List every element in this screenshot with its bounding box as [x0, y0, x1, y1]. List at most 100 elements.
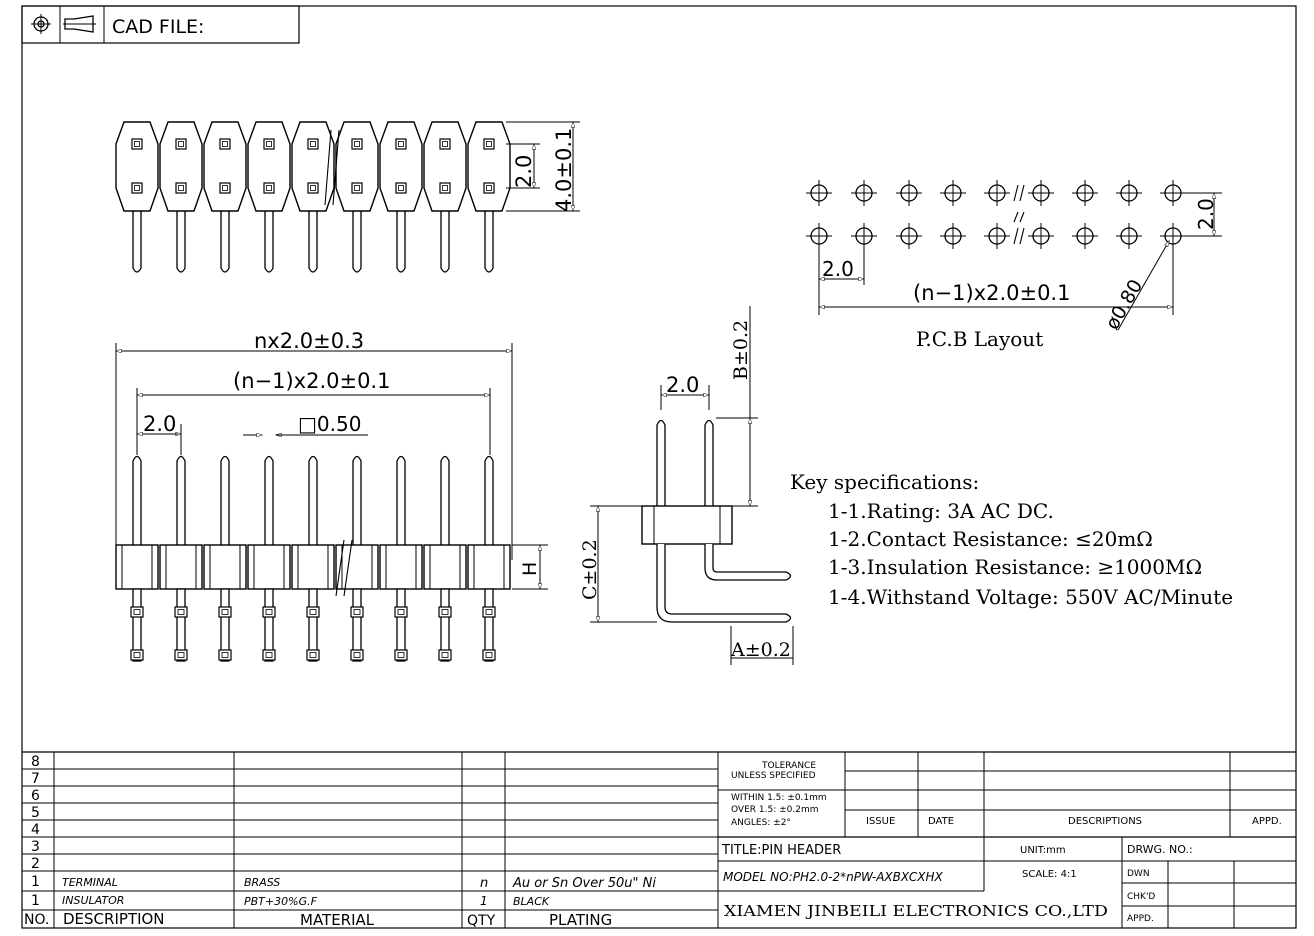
bom-row-numbers: 8 7 6 5 4 3 2 1: [31, 754, 40, 890]
bom-header-description: DESCRIPTION: [63, 910, 165, 928]
pcb-pitch-v-dim: 2.0: [1194, 198, 1218, 230]
pcb-pitch-h-dim: 2.0: [822, 257, 854, 281]
top-view-pin: [335, 121, 379, 273]
top-view-pin: [423, 121, 467, 273]
top-view-pin: [291, 121, 335, 273]
tolerance-subtitle: UNLESS SPECIFIED: [731, 771, 816, 781]
bom-description: INSULATOR: [62, 894, 124, 907]
top-view-pin: [379, 121, 423, 273]
pcb-dimensions: 2.0 2.0 (n−1)x2.0±0.1 ø0.80 P.C.B Layout: [817, 191, 1222, 351]
unit-label: UNIT:mm: [1020, 845, 1066, 856]
front-view: [115, 455, 511, 662]
side-pitch-dim: 2.0: [666, 373, 699, 397]
drawing-number-label: DRWG. NO.:: [1127, 843, 1193, 856]
spec-item: 1-1.Rating: 3A AC DC.: [828, 499, 1054, 523]
pcb-hole: [984, 223, 1010, 249]
bom-qty: n: [480, 876, 488, 891]
specs-heading: Key specifications:: [790, 470, 979, 494]
break-mark: [1013, 184, 1025, 245]
bom-header: NO. DESCRIPTION MATERIAL QTY PLATING: [24, 910, 612, 929]
bom-header-qty: QTY: [467, 913, 496, 929]
side-view-dimensions: 2.0 B±0.2 C±0.2 A±0.2: [579, 306, 794, 665]
bom-header-material: MATERIAL: [300, 911, 375, 929]
top-view: [115, 121, 511, 273]
top-view-pin: [247, 121, 291, 273]
approved-label: APPD.: [1127, 914, 1154, 924]
top-view-pin: [159, 121, 203, 273]
key-specifications: Key specifications: 1-1.Rating: 3A AC DC…: [790, 470, 1233, 609]
side-c-dim: C±0.2: [579, 539, 601, 600]
pcb-hole: [940, 180, 966, 206]
pcb-hole: [1072, 223, 1098, 249]
descriptions-header: DESCRIPTIONS: [1068, 816, 1142, 827]
bom-row-insulator: 1 INSULATOR PBT+30%G.F 1 BLACK: [31, 893, 550, 909]
break-mark: [324, 129, 340, 206]
bom-description: TERMINAL: [62, 876, 118, 889]
row-number: 1: [31, 893, 40, 909]
row-number: 7: [31, 771, 40, 787]
bom-row-terminal: TERMINAL BRASS n Au or Sn Over 50u" Ni: [62, 876, 656, 891]
pcb-hole-dim: ø0.80: [1101, 276, 1147, 334]
pcb-hole: [1116, 180, 1142, 206]
checked-label: CHK'D: [1127, 892, 1155, 902]
front-view-pin: [335, 455, 379, 662]
tolerance-title: TOLERANCE: [761, 761, 816, 771]
front-view-pin: [115, 455, 159, 662]
bom-qty: 1: [480, 894, 488, 908]
front-span-dim: (n−1)x2.0±0.1: [233, 369, 390, 393]
front-view-pin: [291, 455, 335, 662]
pcb-span-dim: (n−1)x2.0±0.1: [913, 281, 1070, 305]
drawing-frame: [21, 5, 1297, 929]
spec-item: 1-2.Contact Resistance: ≤20mΩ: [828, 527, 1153, 551]
spec-item: 1-4.Withstand Voltage: 550V AC/Minute: [828, 585, 1233, 609]
bom-header-plating: PLATING: [549, 911, 612, 929]
front-view-pin: [467, 455, 511, 662]
front-pitch-dim: 2.0: [143, 412, 176, 436]
front-view-pin: [379, 455, 423, 662]
date-header: DATE: [928, 816, 954, 827]
pcb-hole: [806, 223, 832, 249]
approved-header: APPD.: [1252, 816, 1282, 827]
tolerance-line: WITHIN 1.5: ±0.1mm: [731, 793, 827, 803]
projection-cone-icon: [63, 15, 96, 33]
projection-circle-icon: [31, 14, 51, 34]
front-view-pin: [159, 455, 203, 662]
side-view: [641, 419, 792, 623]
pcb-hole: [1072, 180, 1098, 206]
pcb-hole: [940, 223, 966, 249]
tolerance-line: ANGLES: ±2°: [731, 818, 791, 828]
pcb-title: P.C.B Layout: [916, 327, 1043, 351]
row-number: 1: [31, 874, 40, 890]
pcb-layout: [806, 180, 1186, 249]
bom-plating: Au or Sn Over 50u" Ni: [512, 876, 656, 891]
bom-header-no: NO.: [24, 912, 49, 928]
front-total-dim: nx2.0±0.3: [254, 329, 364, 353]
front-view-pin: [203, 455, 247, 662]
row-number: 6: [31, 788, 40, 804]
top-view-pin: [467, 121, 511, 273]
row-number: 2: [31, 856, 40, 872]
bom-material: BRASS: [244, 876, 280, 889]
scale-label: SCALE: 4:1: [1022, 869, 1077, 880]
model-number: MODEL NO:PH2.0-2*nPW-AXBXCXHX: [723, 870, 944, 884]
row-number: 8: [31, 754, 40, 770]
top-view-dimensions: 2.0 4.0±0.1: [506, 120, 580, 213]
company-name: XIAMEN JINBEILI ELECTRONICS CO.,LTD: [724, 902, 1108, 920]
pcb-hole: [806, 180, 832, 206]
bom-table: [22, 751, 1296, 928]
side-a-dim: A±0.2: [730, 639, 791, 661]
top-view-pin: [203, 121, 247, 273]
bom-plating: BLACK: [513, 895, 550, 908]
cad-file-label: CAD FILE:: [112, 16, 204, 38]
drawing-title: TITLE:PIN HEADER: [721, 843, 841, 858]
spec-item: 1-3.Insulation Resistance: ≥1000MΩ: [828, 555, 1202, 579]
front-square-dim: □0.50: [298, 412, 361, 436]
row-number: 3: [31, 839, 40, 855]
row-number: 4: [31, 822, 40, 838]
front-view-dimensions: nx2.0±0.3 (n−1)x2.0±0.1 2.0 □0.50 H: [114, 329, 548, 591]
top-pitch-dim: 2.0: [512, 155, 536, 188]
drawn-label: DWN: [1127, 869, 1150, 879]
pcb-hole: [1028, 180, 1054, 206]
pcb-hole: [851, 180, 877, 206]
